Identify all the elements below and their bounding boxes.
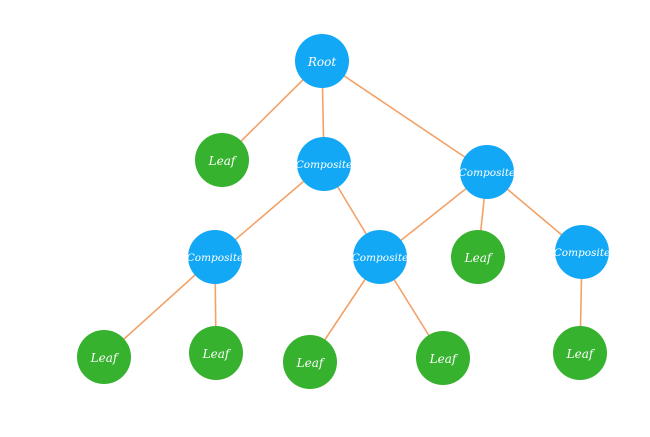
node-leaf-6: Leaf xyxy=(416,331,470,385)
node-composite-4: Composite xyxy=(352,230,409,284)
leaf-node-circle xyxy=(77,330,131,384)
node-label: Leaf xyxy=(429,352,459,366)
composite-node-circle xyxy=(295,34,349,88)
node-label: Leaf xyxy=(208,154,238,168)
node-label: Composite xyxy=(296,159,353,171)
composite-node-circle xyxy=(188,230,242,284)
composite-node-circle xyxy=(460,145,514,199)
node-composite-2: Composite xyxy=(459,145,516,199)
node-leaf-7: Leaf xyxy=(553,326,607,380)
leaf-node-circle xyxy=(283,335,337,389)
node-leaf-5: Leaf xyxy=(283,335,337,389)
node-leaf-3: Leaf xyxy=(77,330,131,384)
node-leaf-1: Leaf xyxy=(195,133,249,187)
leaf-node-circle xyxy=(553,326,607,380)
edges-layer xyxy=(103,60,583,363)
node-label: Leaf xyxy=(296,356,326,370)
node-leaf-4: Leaf xyxy=(189,326,243,380)
leaf-node-circle xyxy=(416,331,470,385)
node-composite-5: Composite xyxy=(554,225,611,279)
composite-node-circle xyxy=(353,230,407,284)
leaf-node-circle xyxy=(195,133,249,187)
node-label: Leaf xyxy=(202,347,232,361)
node-label: Composite xyxy=(554,247,611,259)
node-composite-1: Composite xyxy=(296,137,353,191)
node-label: Composite xyxy=(187,252,244,264)
node-composite-3: Composite xyxy=(187,230,244,284)
composite-node-circle xyxy=(555,225,609,279)
node-label: Leaf xyxy=(566,347,596,361)
node-label: Leaf xyxy=(90,351,120,365)
leaf-node-circle xyxy=(451,230,505,284)
node-root: Root xyxy=(295,34,349,88)
edge-root-to-composite-2 xyxy=(321,60,488,173)
composite-node-circle xyxy=(297,137,351,191)
node-label: Root xyxy=(307,55,336,69)
node-leaf-2: Leaf xyxy=(451,230,505,284)
node-label: Composite xyxy=(352,252,409,264)
node-label: Composite xyxy=(459,167,516,179)
leaf-node-circle xyxy=(189,326,243,380)
node-label: Leaf xyxy=(464,251,494,265)
